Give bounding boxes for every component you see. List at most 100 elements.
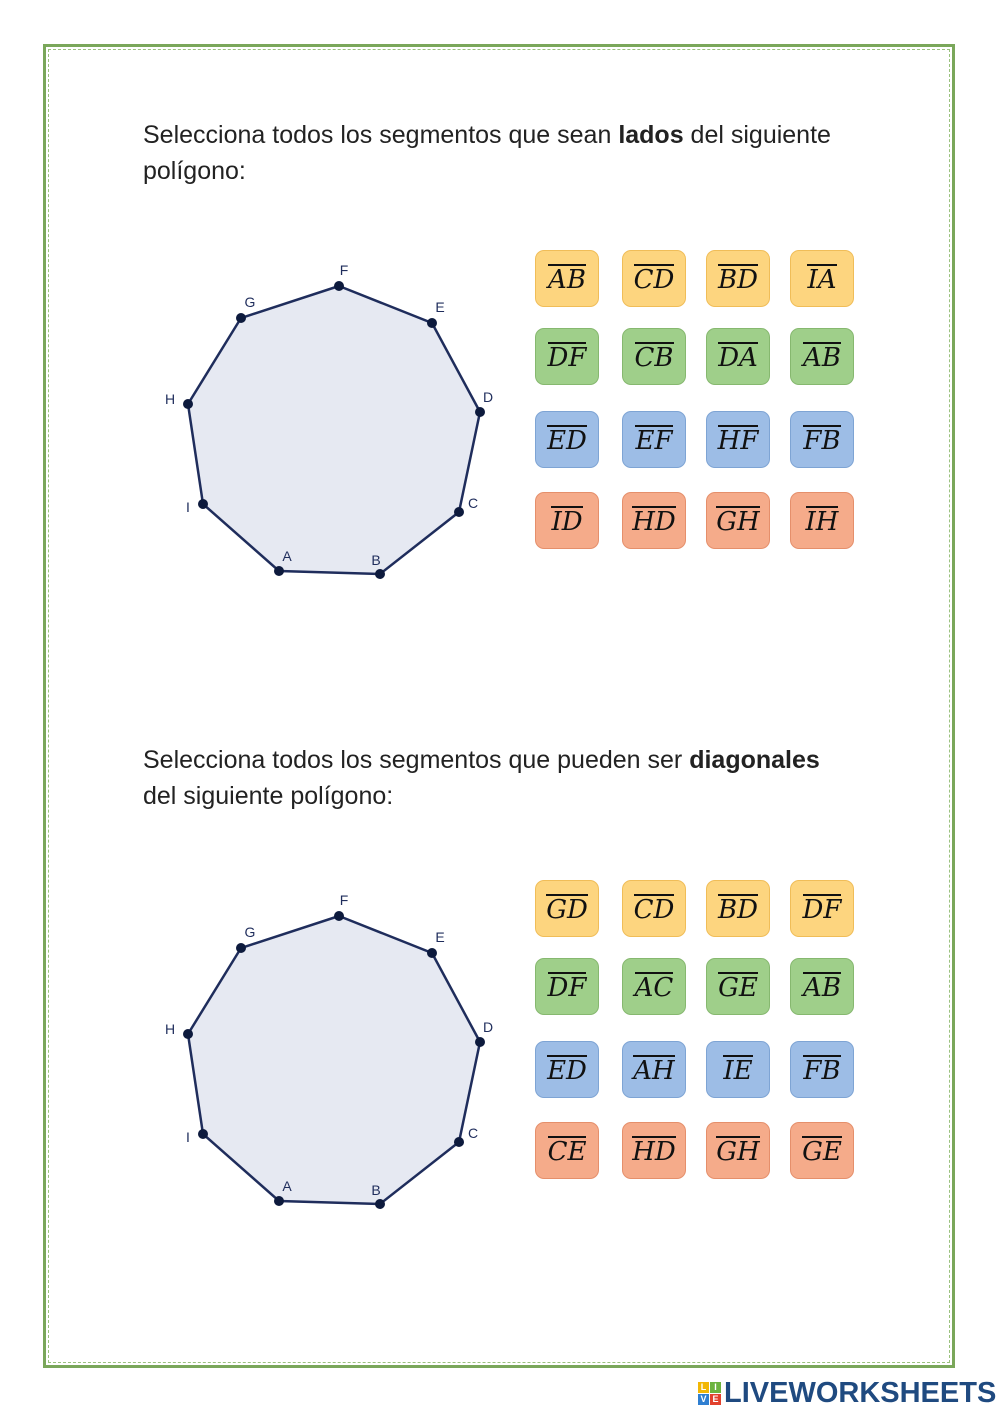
question-2: Selecciona todos los segmentos que puede…	[143, 746, 820, 810]
segment-tile-cd[interactable]: CD	[622, 250, 686, 307]
segment-label: EF	[635, 425, 673, 456]
segment-label: FB	[803, 1055, 841, 1086]
segment-label: AB	[548, 264, 586, 295]
segment-tile-bd[interactable]: BD	[706, 880, 770, 937]
segment-tile-cb[interactable]: CB	[622, 328, 686, 385]
segment-tile-ge[interactable]: GE	[706, 958, 770, 1015]
vertex-label-E: E	[435, 929, 444, 945]
segment-tile-ed[interactable]: ED	[535, 1041, 599, 1098]
segment-tile-ih[interactable]: IH	[790, 492, 854, 549]
vertex-point-F	[334, 911, 344, 921]
vertex-point-D	[475, 1037, 485, 1047]
segment-label: AH	[633, 1055, 675, 1086]
vertex-label-D: D	[483, 389, 493, 405]
vertex-point-E	[427, 318, 437, 328]
segment-label: CD	[633, 894, 675, 925]
segment-tile-ac[interactable]: AC	[622, 958, 686, 1015]
vertex-point-F	[334, 281, 344, 291]
vertex-label-G: G	[245, 294, 256, 310]
segment-label: ED	[547, 425, 587, 456]
vertex-label-E: E	[435, 299, 444, 315]
segment-tile-fb[interactable]: FB	[790, 1041, 854, 1098]
segment-tile-cd[interactable]: CD	[622, 880, 686, 937]
segment-tile-df[interactable]: DF	[790, 880, 854, 937]
segment-tile-bd[interactable]: BD	[706, 250, 770, 307]
segment-label: IH	[805, 506, 839, 537]
vertex-label-A: A	[282, 548, 292, 564]
vertex-point-H	[183, 1029, 193, 1039]
segment-label: CB	[634, 342, 674, 373]
vertex-label-F: F	[340, 262, 349, 278]
segment-tile-id[interactable]: ID	[535, 492, 599, 549]
segment-label: BD	[718, 264, 758, 295]
segment-label: CE	[547, 1136, 587, 1167]
vertex-label-B: B	[371, 552, 380, 568]
vertex-point-A	[274, 1196, 284, 1206]
segment-tile-gd[interactable]: GD	[535, 880, 599, 937]
segment-tile-hd[interactable]: HD	[622, 492, 686, 549]
segment-label: HD	[632, 1136, 676, 1167]
vertex-label-D: D	[483, 1019, 493, 1035]
segment-tile-gh[interactable]: GH	[706, 1122, 770, 1179]
segment-tile-fb[interactable]: FB	[790, 411, 854, 468]
segment-tile-df[interactable]: DF	[535, 328, 599, 385]
page-border	[43, 44, 955, 1368]
segment-label: CD	[633, 264, 675, 295]
segment-label: ID	[551, 506, 583, 537]
vertex-point-G	[236, 313, 246, 323]
segment-label: AB	[803, 342, 841, 373]
segment-tile-ge[interactable]: GE	[790, 1122, 854, 1179]
nonagon	[186, 284, 482, 576]
segment-label: IE	[723, 1055, 753, 1086]
segment-tile-ah[interactable]: AH	[622, 1041, 686, 1098]
segment-label: GD	[546, 894, 588, 925]
segment-tile-ed[interactable]: ED	[535, 411, 599, 468]
vertex-point-E	[427, 948, 437, 958]
segment-tile-ce[interactable]: CE	[535, 1122, 599, 1179]
segment-label: GH	[716, 1136, 760, 1167]
segment-label: FB	[803, 425, 841, 456]
segment-label: GH	[716, 506, 760, 537]
vertex-point-B	[375, 1199, 385, 1209]
segment-tile-df[interactable]: DF	[535, 958, 599, 1015]
segment-label: HD	[632, 506, 676, 537]
question-1: Selecciona todos los segmentos que sean …	[143, 121, 831, 185]
vertex-label-A: A	[282, 1178, 292, 1194]
segment-tile-ia[interactable]: IA	[790, 250, 854, 307]
segment-label: ED	[547, 1055, 587, 1086]
segment-label: HF	[717, 425, 759, 456]
vertex-label-I: I	[186, 499, 190, 515]
segment-label: DF	[547, 342, 587, 373]
segment-tile-hd[interactable]: HD	[622, 1122, 686, 1179]
vertex-label-I: I	[186, 1129, 190, 1145]
segment-tile-ie[interactable]: IE	[706, 1041, 770, 1098]
vertex-label-F: F	[340, 892, 349, 908]
vertex-point-G	[236, 943, 246, 953]
segment-tile-ef[interactable]: EF	[622, 411, 686, 468]
segment-label: BD	[718, 894, 758, 925]
vertex-point-B	[375, 569, 385, 579]
segment-label: IA	[807, 264, 837, 295]
vertex-point-C	[454, 1137, 464, 1147]
vertex-label-C: C	[468, 1125, 478, 1141]
vertex-label-B: B	[371, 1182, 380, 1198]
vertex-point-D	[475, 407, 485, 417]
vertex-point-C	[454, 507, 464, 517]
segment-tile-da[interactable]: DA	[706, 328, 770, 385]
segment-tile-gh[interactable]: GH	[706, 492, 770, 549]
segment-label: AB	[803, 972, 841, 1003]
vertex-label-H: H	[165, 391, 175, 407]
segment-label: DA	[718, 342, 758, 373]
polygon-figure-1: F E D C B A I H G	[150, 255, 510, 595]
vertex-point-H	[183, 399, 193, 409]
segment-tile-hf[interactable]: HF	[706, 411, 770, 468]
nonagon	[186, 914, 482, 1206]
segment-tile-ab[interactable]: AB	[790, 958, 854, 1015]
segment-label: AC	[634, 972, 674, 1003]
segment-tile-ab[interactable]: AB	[790, 328, 854, 385]
segment-label: GE	[718, 972, 758, 1003]
vertex-label-C: C	[468, 495, 478, 511]
vertex-point-I	[198, 499, 208, 509]
segment-tile-ab[interactable]: AB	[535, 250, 599, 307]
